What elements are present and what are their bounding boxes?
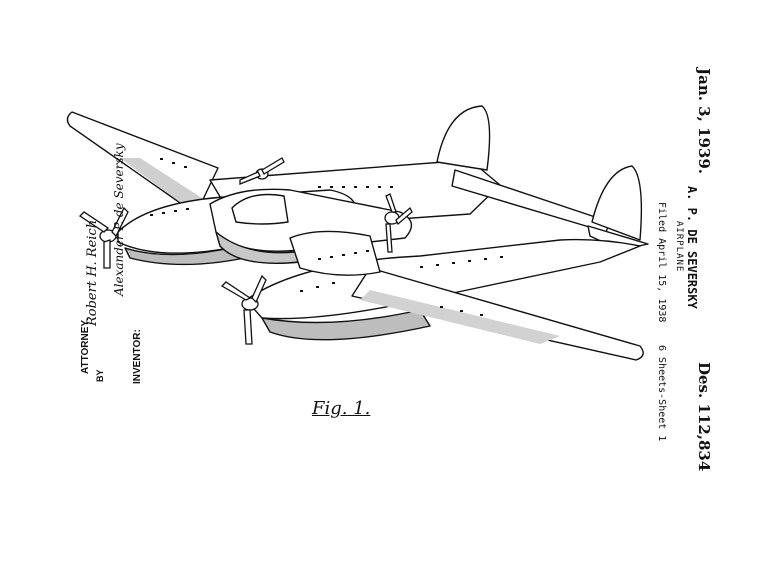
figure-label: Fig. 1. xyxy=(312,398,371,419)
inventor-name: A. P. DE SEVERSKY xyxy=(685,186,699,309)
far-left-wing-shading xyxy=(120,158,205,214)
near-wing-shading xyxy=(360,290,560,344)
near-engine-shading xyxy=(261,309,431,341)
cockpit-canopy xyxy=(231,193,289,225)
near-wing xyxy=(351,267,644,361)
near-tail-fin xyxy=(591,165,643,241)
far-tail-fin xyxy=(436,105,491,171)
airplane-drawing xyxy=(66,105,649,361)
inventor-label: INVENTOR: xyxy=(132,329,143,384)
filed-date: Filed April 15, 1938 xyxy=(656,202,667,323)
by-label: BY xyxy=(95,369,105,382)
inboard-wing xyxy=(289,230,381,276)
inventor-signature: Alexander P. de Seversky xyxy=(112,143,126,296)
patent-title: AIRPLANE xyxy=(674,221,684,273)
patent-date: Jan. 3, 1939. xyxy=(695,68,713,175)
design-number: Des. 112,834 xyxy=(695,362,713,472)
attorney-signature: Robert H. Reich xyxy=(85,219,100,326)
sheet-count: 6 Sheets-Sheet 1 xyxy=(656,345,667,442)
attorney-label: ATTORNEY. xyxy=(80,318,91,374)
